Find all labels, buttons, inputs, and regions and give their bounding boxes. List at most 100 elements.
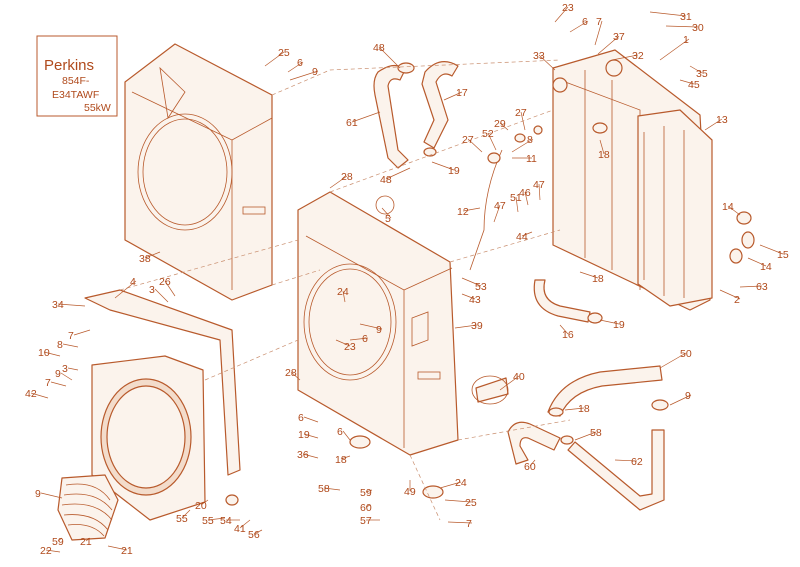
callout-leader: [747, 257, 767, 267]
callout-number: 7: [596, 16, 602, 28]
callout-number: 58: [590, 427, 602, 439]
callout-number: 61: [346, 117, 358, 129]
callout-number: 28: [341, 171, 353, 183]
callout-leader: [759, 244, 784, 255]
callout-leader: [381, 207, 392, 219]
callout-number: 23: [562, 2, 574, 14]
callout-number: 47: [533, 179, 545, 191]
callout-leader: [559, 324, 569, 335]
part-upper-hose-17: [421, 61, 459, 149]
callout-leader: [447, 521, 473, 524]
callout-number: 60: [524, 461, 536, 473]
callout-leader: [704, 118, 723, 131]
callout-leader: [520, 111, 526, 131]
callout-leader: [679, 79, 695, 85]
callout-leader: [669, 394, 692, 406]
callout-leader: [439, 481, 462, 489]
callout-leader: [649, 11, 687, 17]
callout-number: 48: [380, 174, 392, 186]
callout-number: 8: [57, 339, 63, 351]
callout-leader: [73, 329, 91, 336]
callout-leader: [181, 509, 191, 519]
callout-number: 27: [515, 107, 527, 119]
callout-leader: [107, 545, 128, 551]
part-lower-hose-16: [533, 279, 591, 323]
callout-number: 42: [25, 388, 37, 400]
callout-leader: [351, 111, 381, 123]
callout-number: 47: [494, 200, 506, 212]
callout-number: 19: [298, 429, 310, 441]
callout-leader: [574, 431, 597, 441]
callout-number: 29: [494, 118, 506, 130]
callout-number: 2: [734, 294, 740, 306]
callout-leader: [554, 6, 569, 23]
callout-number: 18: [592, 273, 604, 285]
callout-number: 41: [234, 523, 246, 535]
callout-leader: [365, 489, 373, 493]
callout-leader: [30, 392, 49, 399]
callout-leader: [342, 290, 346, 303]
callout-leader: [689, 65, 703, 74]
callout-leader: [207, 517, 226, 521]
part-hose-50: [547, 365, 663, 417]
callout-number: 56: [248, 529, 260, 541]
callout-number: 57: [360, 515, 372, 527]
callout-leader: [303, 433, 319, 439]
callout-number: 17: [456, 87, 468, 99]
callout-leader: [487, 132, 497, 151]
callout-leader: [62, 343, 79, 348]
legend-power: 55kW: [84, 102, 111, 114]
callout-leader: [431, 161, 455, 171]
callout-number: 36: [297, 449, 309, 461]
callout-number: 60: [360, 502, 372, 514]
callout-leader: [611, 54, 639, 61]
callout-number: 19: [448, 165, 460, 177]
callout-leader: [365, 504, 371, 508]
callout-number: 6: [337, 426, 343, 438]
callout-leader: [290, 371, 301, 381]
callout-leader: [659, 352, 687, 369]
legend-brand: Perkins: [44, 57, 94, 74]
callout-leader: [287, 61, 304, 73]
callout-number: 6: [297, 57, 303, 69]
callout-leader: [60, 372, 73, 381]
callout-number: 9: [55, 368, 61, 380]
callout-leader: [538, 54, 556, 71]
callout-number: 32: [632, 50, 644, 62]
callout-number: 18: [335, 454, 347, 466]
callout-number: 20: [195, 500, 207, 512]
callout-leader: [302, 453, 319, 459]
callout-leader: [43, 351, 61, 357]
callout-number: 19: [613, 319, 625, 331]
callout-leader: [67, 367, 79, 371]
callout-number: 12: [457, 206, 469, 218]
callout-leader: [599, 319, 620, 325]
callout-leader: [524, 191, 529, 206]
callout-number: 8: [527, 134, 533, 146]
callout-leader: [529, 459, 536, 467]
callout-number: 63: [756, 281, 768, 293]
callout-leader: [164, 280, 176, 297]
callout-leader: [454, 324, 478, 329]
callout-number: 9: [685, 390, 691, 402]
callout-leader: [739, 285, 763, 288]
callout-leader: [499, 122, 509, 131]
callout-number: 48: [373, 42, 385, 54]
callout-leader: [579, 271, 599, 279]
callout-number: 16: [562, 329, 574, 341]
callout-number: 58: [318, 483, 330, 495]
callout-leader: [719, 289, 741, 300]
callout-leader: [40, 492, 63, 499]
callout-number: 34: [52, 299, 64, 311]
callout-leader: [378, 46, 401, 69]
callout-number: 25: [465, 497, 477, 509]
callout-leader: [597, 35, 620, 55]
callout-leader: [462, 207, 481, 212]
callout-number: 7: [68, 330, 74, 342]
callout-leader: [594, 20, 603, 46]
callout-number: 54: [220, 515, 232, 527]
callout-leader: [50, 381, 67, 387]
callout-leader: [515, 196, 519, 213]
part-fan-grille: [57, 474, 119, 541]
